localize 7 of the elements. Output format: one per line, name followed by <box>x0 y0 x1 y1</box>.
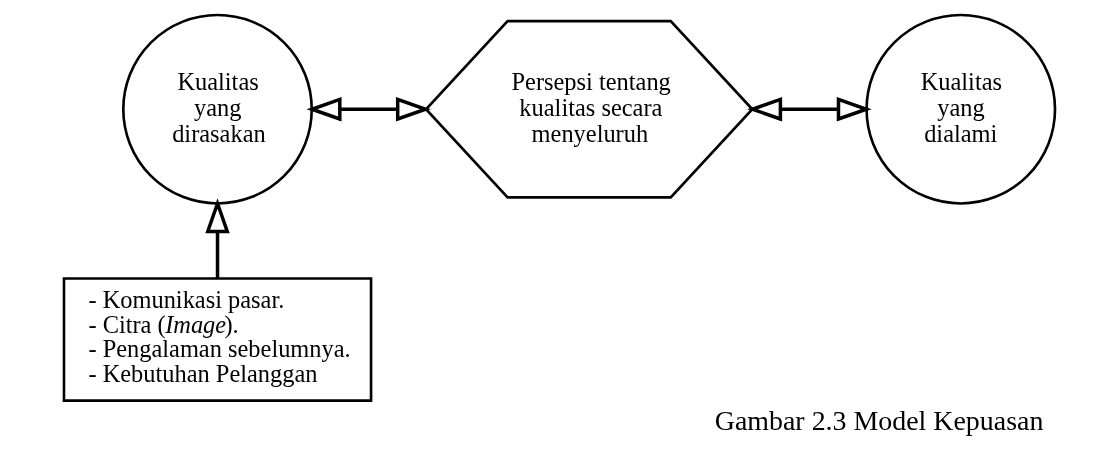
node-circle: Kualitas yang dialami <box>864 13 1056 205</box>
arrow <box>746 97 872 122</box>
node-box: - Komunikasi pasar. - Citra (Image). - Pengalaman sebelumnya. - Kebutuhan Pelanggan <box>62 277 372 402</box>
caption: Gambar 2.3 Model Kepuasan <box>714 404 1043 436</box>
node-circle: Kualitas yang dirasakan <box>121 13 313 205</box>
arrow <box>306 97 431 122</box>
arrow <box>204 198 230 279</box>
